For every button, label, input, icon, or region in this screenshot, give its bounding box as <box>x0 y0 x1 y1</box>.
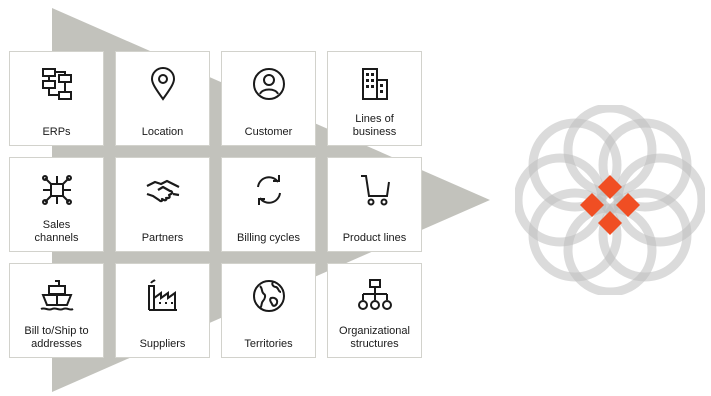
erp-flowchart-icon <box>39 66 75 102</box>
tile-erps: ERPs <box>9 51 104 146</box>
tile-label: Suppliers <box>139 338 186 350</box>
network-hub-icon <box>39 172 75 208</box>
handshake-icon <box>145 172 181 208</box>
location-pin-icon <box>145 66 181 102</box>
ship-icon <box>39 278 75 314</box>
tile-organizational-structures: Organizational structures <box>327 263 422 358</box>
tile-location: Location <box>115 51 210 146</box>
tile-label: Partners <box>141 232 184 244</box>
customer-icon <box>251 66 287 102</box>
tile-label: Bill to/Ship to addresses <box>24 325 89 350</box>
tile-partners: Partners <box>115 157 210 252</box>
buildings-icon <box>357 66 393 102</box>
tile-billing-cycles: Billing cycles <box>221 157 316 252</box>
data-source-grid: ERPs Location Customer <box>9 51 422 358</box>
tile-label: Organizational structures <box>339 325 410 350</box>
shopping-cart-icon <box>357 172 393 208</box>
cloud-logo <box>515 105 705 295</box>
tile-label: Sales channels <box>34 219 79 244</box>
tile-label: Location <box>141 126 184 138</box>
tile-label: Product lines <box>342 232 407 244</box>
tile-bill-to-ship-to: Bill to/Ship to addresses <box>9 263 104 358</box>
tile-label: Customer <box>244 126 293 138</box>
cycle-arrows-icon <box>251 172 287 208</box>
factory-icon <box>145 278 181 314</box>
tile-lines-of-business: Lines of business <box>327 51 422 146</box>
tile-customer: Customer <box>221 51 316 146</box>
tile-suppliers: Suppliers <box>115 263 210 358</box>
org-chart-icon <box>357 278 393 314</box>
globe-icon <box>251 278 287 314</box>
tile-label: Billing cycles <box>237 232 300 244</box>
overlapping-rings <box>515 105 705 295</box>
tile-label: Lines of business <box>352 113 397 138</box>
tile-territories: Territories <box>221 263 316 358</box>
tile-sales-channels: Sales channels <box>9 157 104 252</box>
tile-label: Territories <box>244 338 293 350</box>
tile-label: ERPs <box>42 126 71 138</box>
diamond-mark <box>580 175 640 235</box>
tile-product-lines: Product lines <box>327 157 422 252</box>
